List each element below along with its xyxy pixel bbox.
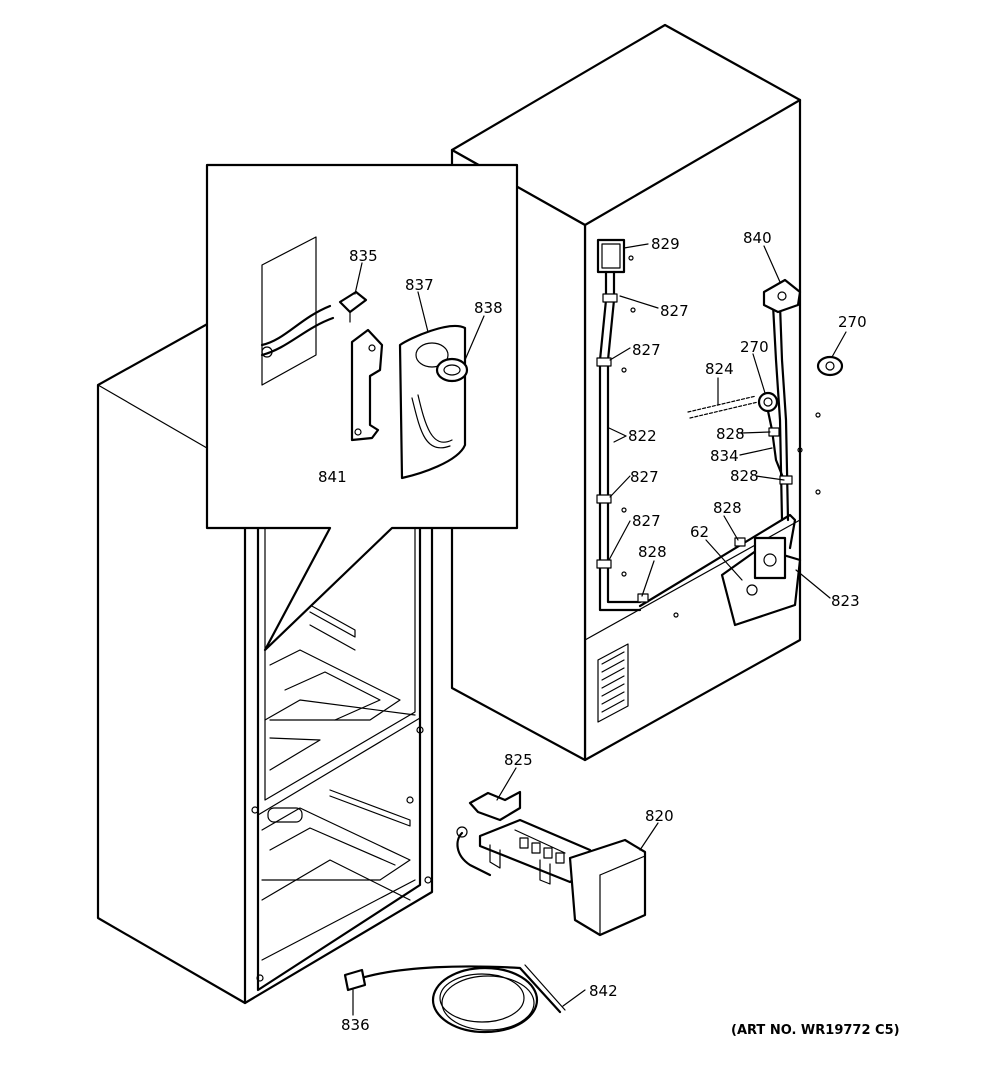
- callout-820: 820: [645, 807, 674, 825]
- callout-837: 837: [405, 276, 434, 294]
- callout-835: 835: [349, 247, 378, 265]
- callout-828-b: 828: [730, 467, 759, 485]
- callout-828-c: 828: [713, 499, 742, 517]
- fitting-836: [343, 968, 367, 992]
- callout-822: 822: [628, 427, 657, 445]
- callout-270-a: 270: [838, 313, 867, 331]
- inlet-valve-assembly: [757, 391, 793, 485]
- callout-840: 840: [743, 229, 772, 247]
- callout-828-a: 828: [716, 425, 745, 443]
- callout-834: 834: [710, 447, 739, 465]
- water-line-842: [343, 964, 566, 1034]
- fill-bracket-823: [720, 536, 802, 627]
- detail-inset: [205, 163, 519, 652]
- thermostat-840: [762, 278, 802, 314]
- lens-838: [435, 357, 469, 383]
- callout-825: 825: [504, 751, 533, 769]
- callout-827-b: 827: [632, 341, 661, 359]
- callout-842: 842: [589, 982, 618, 1000]
- switch-835: [338, 290, 368, 323]
- callout-62: 62: [690, 523, 709, 541]
- vent-grille: [597, 643, 629, 723]
- callout-270-b: 270: [740, 338, 769, 356]
- callout-836: 836: [341, 1016, 370, 1034]
- water-valve-829: [596, 238, 626, 274]
- callout-827-a: 827: [660, 302, 689, 320]
- callout-838: 838: [474, 299, 503, 317]
- callout-841: 841: [318, 468, 347, 486]
- callout-829: 829: [651, 235, 680, 253]
- callout-labels: 835 837 838 841 829 827 827 822 827 827 …: [318, 229, 867, 1034]
- callout-823: 823: [831, 592, 860, 610]
- callout-827-c: 827: [630, 468, 659, 486]
- callout-824: 824: [705, 360, 734, 378]
- callout-828-d: 828: [638, 543, 667, 561]
- cover-837: [398, 325, 467, 480]
- art-number: (ART NO. WR19772 C5): [731, 1023, 900, 1038]
- bracket-841: [350, 328, 384, 442]
- part-270-cap: [816, 355, 844, 377]
- callout-827-d: 827: [632, 512, 661, 530]
- leader-lines: [352, 243, 847, 1016]
- icemaker-assembly: [456, 790, 647, 937]
